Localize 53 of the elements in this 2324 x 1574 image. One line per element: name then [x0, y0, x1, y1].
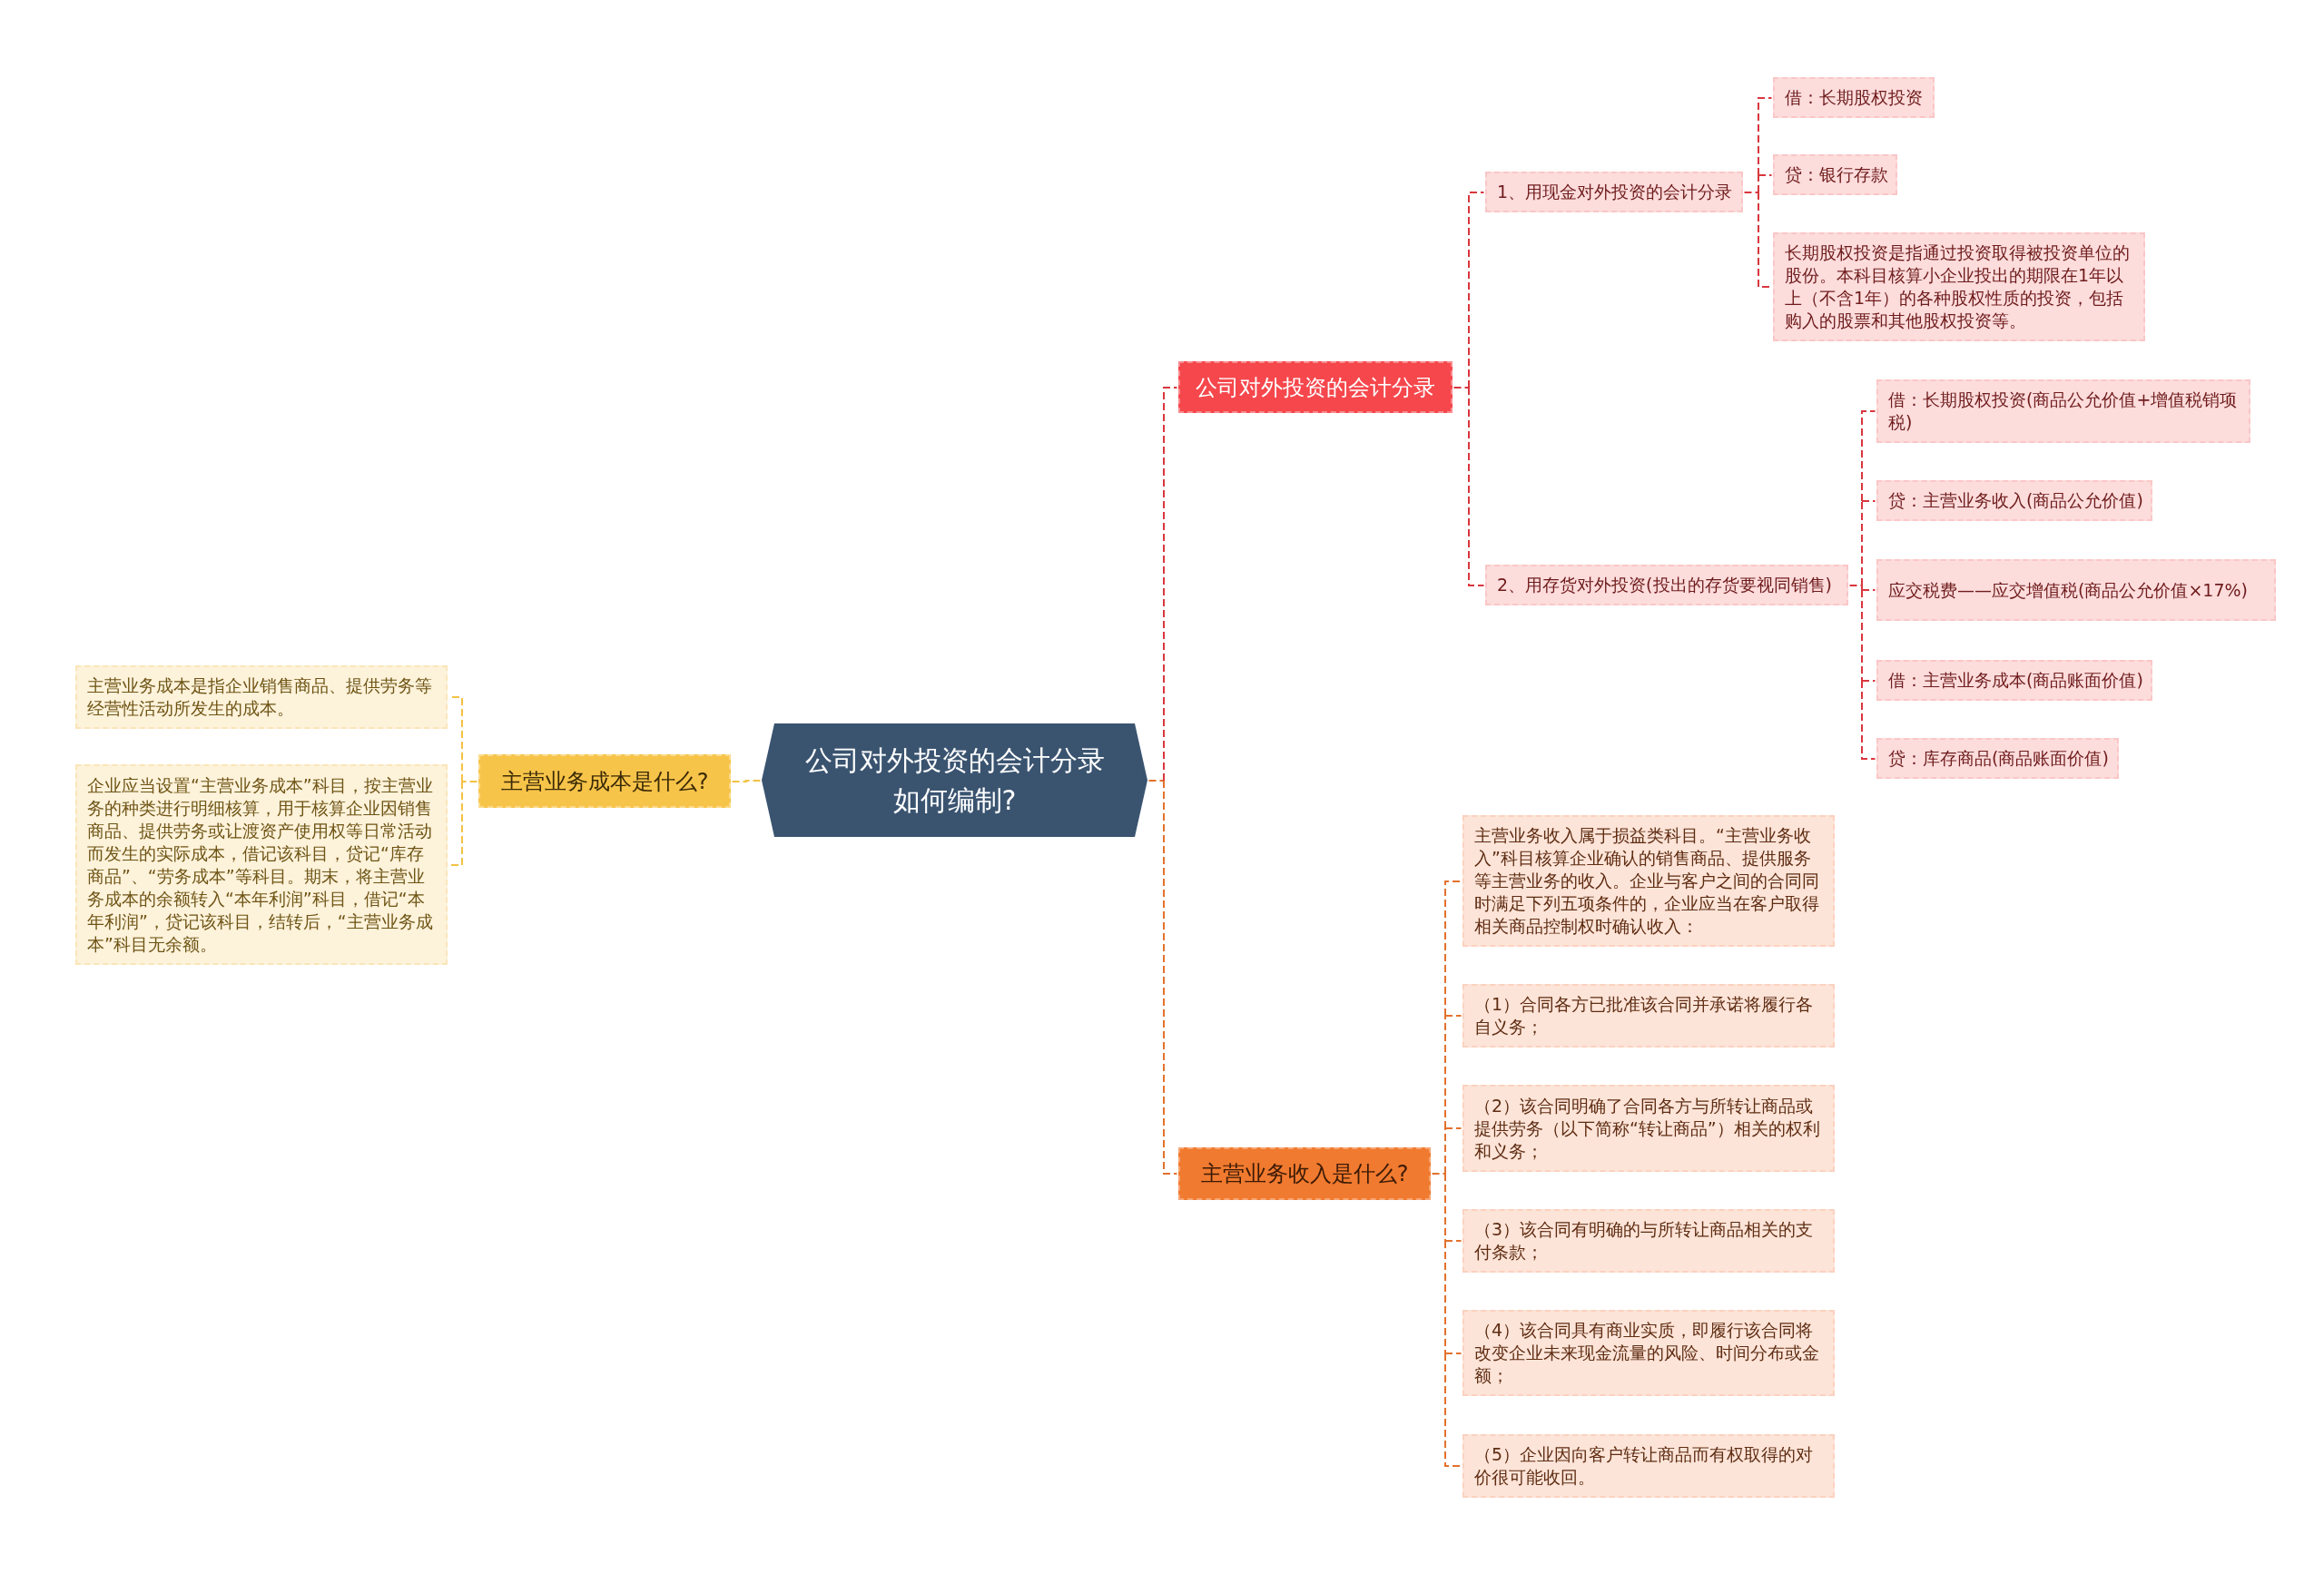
journal-entry-note: 贷：主营业务收入(商品公允价值): [1876, 480, 2152, 521]
condition-note: （3）该合同有明确的与所转让商品相关的支付条款；: [1462, 1209, 1835, 1273]
journal-entry-note: 贷：银行存款: [1773, 154, 1897, 195]
connector-line: [1163, 780, 1178, 1175]
connector-line: [1861, 500, 1863, 586]
connector-line: [1431, 1173, 1446, 1175]
explanation-note: 长期股权投资是指通过投资取得被投资单位的股份。本科目核算小企业投出的期限在1年以上（不含1年）的各种股权性质的投资，包括购入的股票和其他股权投资等。: [1773, 232, 2145, 341]
branch-topic: 主营业务成本是什么?: [478, 754, 731, 808]
connector-line: [1758, 174, 1759, 193]
connector-line: [1444, 1015, 1462, 1017]
journal-entry-note: 借：长期股权投资(商品公允价值+增值税销项税): [1876, 379, 2250, 443]
connector-line: [1758, 97, 1773, 176]
connector-line: [1743, 192, 1759, 193]
connector-line: [1861, 589, 1863, 682]
connector-line: [1452, 387, 1470, 389]
connector-line: [1861, 680, 1876, 760]
connector-line: [1444, 1240, 1446, 1354]
condition-note: （2）该合同明确了合同各方与所转让商品或提供劳务（以下简称“转让商品”）相关的权利和义务；: [1462, 1085, 1835, 1172]
connector-line: [1444, 1127, 1462, 1129]
connector-line: [1861, 410, 1876, 502]
connector-line: [1147, 780, 1165, 782]
condition-note: （5）企业因向客户转让商品而有权取得的对价很可能收回。: [1462, 1434, 1835, 1498]
condition-note: （1）合同各方已批准该合同并承诺将履行各自义务；: [1462, 984, 1835, 1048]
connector-line: [1861, 589, 1876, 591]
branch-topic: 主营业务收入是什么?: [1178, 1147, 1431, 1200]
connector-line: [1468, 192, 1485, 389]
connector-line: [1861, 500, 1876, 502]
connector-line: [1444, 1353, 1462, 1354]
subtopic: 2、用存货对外投资(投出的存货要视同销售): [1485, 565, 1848, 605]
connector-line: [1444, 1173, 1446, 1242]
connector-line: [1444, 1015, 1446, 1129]
connector-line: [1444, 1240, 1462, 1242]
connector-line: [1861, 680, 1876, 682]
condition-note: （4）该合同具有商业实质，即履行该合同将改变企业未来现金流量的风险、时间分布或金额；: [1462, 1310, 1835, 1396]
connector-line: [731, 780, 762, 782]
journal-entry-note: 借：主营业务成本(商品账面价值): [1876, 660, 2152, 701]
central-topic: 公司对外投资的会计分录如何编制?: [762, 723, 1147, 837]
connector-line: [461, 781, 478, 782]
connector-line: [1468, 387, 1485, 586]
subtopic: 1、用现金对外投资的会计分录: [1485, 172, 1743, 212]
connector-line: [1861, 585, 1863, 591]
journal-entry-note: 贷：库存商品(商品账面价值): [1876, 738, 2119, 779]
explanation-note: 主营业务收入属于损益类科目。“主营业务收入”科目核算企业确认的销售商品、提供服务等主营业务的收入。企业与客户之间的合同同时满足下列五项条件的，企业应当在客户取得相关商品控制权时确认收入：: [1462, 815, 1835, 947]
explanation-note: 企业应当设置“主营业务成本”科目，按主营业务的种类进行明细核算，用于核算企业因销售商品、提供劳务或让渡资产使用权等日常活动而发生的实际成本，借记该科目，贷记“库存商品”、“劳务成本”等科目。期末，将主营业务成本的余额转入“本年利润”科目，借记“本年利润”，贷记该科目，结转后，“主营业务成本”科目无余额。: [75, 764, 448, 965]
journal-entry-note: 应交税费——应交增值税(商品公允价值×17%): [1876, 559, 2276, 621]
connector-line: [1444, 1127, 1446, 1175]
connector-line: [1758, 174, 1773, 176]
connector-line: [1444, 1353, 1462, 1467]
journal-entry-note: 借：长期股权投资: [1773, 77, 1935, 118]
connector-line: [1163, 387, 1178, 782]
branch-topic: 公司对外投资的会计分录: [1178, 361, 1452, 413]
connector-line: [1444, 880, 1462, 1017]
explanation-note: 主营业务成本是指企业销售商品、提供劳务等经营性活动所发生的成本。: [75, 665, 448, 729]
